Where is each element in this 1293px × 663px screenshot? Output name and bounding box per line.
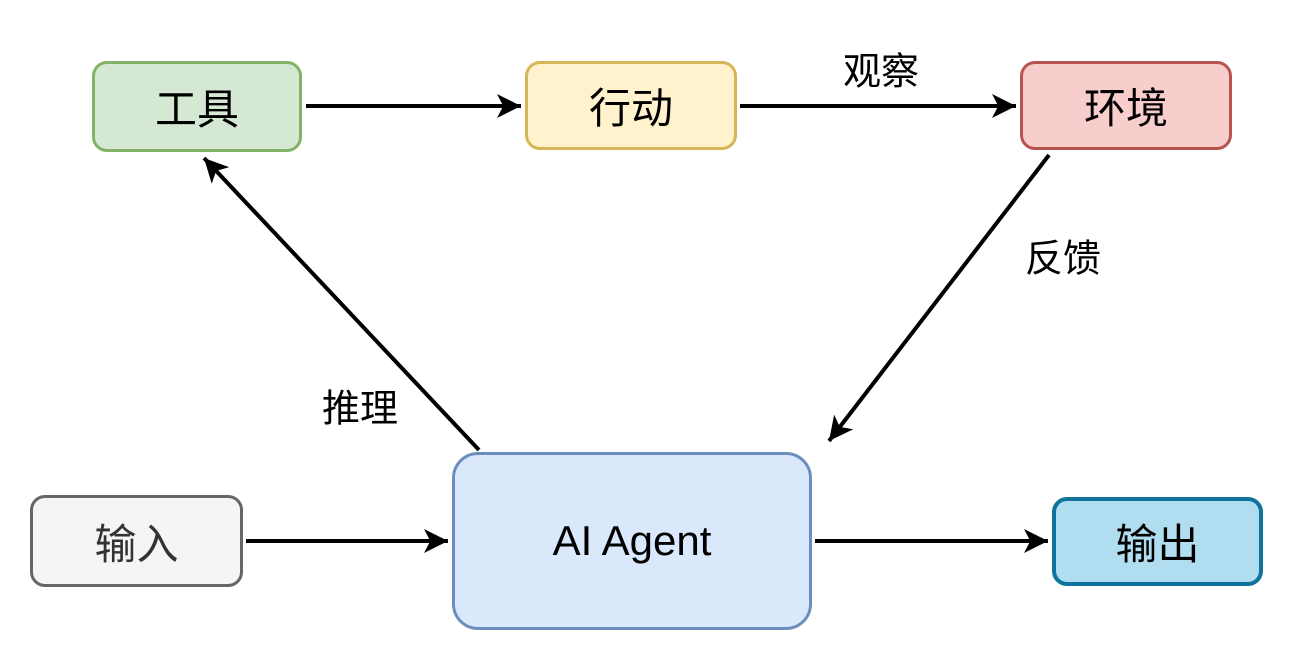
node-ai-agent-label: AI Agent — [552, 517, 712, 564]
node-output: 输出 — [1052, 497, 1263, 586]
arrow-environment-to-agent — [827, 153, 1051, 443]
edge-label-observe: 观察 — [842, 51, 920, 94]
node-input: 输入 — [30, 495, 243, 587]
node-action-label: 行动 — [588, 85, 673, 132]
node-environment: 环境 — [1020, 61, 1232, 150]
node-ai-agent: AI Agent — [452, 452, 812, 630]
edge-label-feedback: 反馈 — [1024, 238, 1102, 281]
node-action: 行动 — [525, 61, 737, 150]
node-output-label: 输出 — [1115, 521, 1200, 568]
node-input-label: 输入 — [94, 520, 179, 568]
node-environment-label: 环境 — [1083, 85, 1168, 132]
node-tools: 工具 — [92, 61, 302, 152]
edge-label-reasoning: 推理 — [321, 388, 399, 431]
node-tools-label: 工具 — [154, 86, 239, 133]
